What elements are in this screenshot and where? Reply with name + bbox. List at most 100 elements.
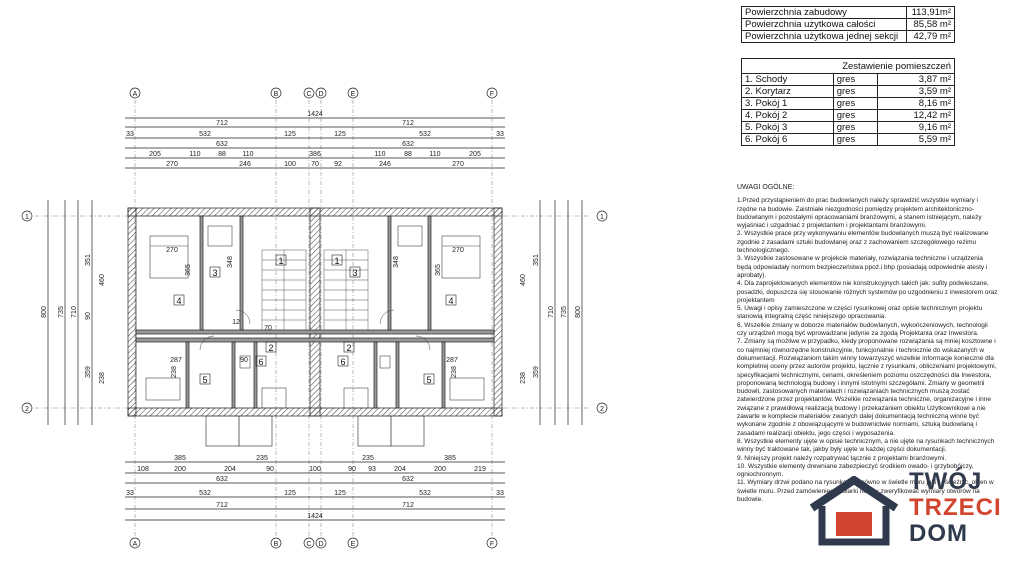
dim-532-bottom: 532 xyxy=(199,490,211,497)
room-dim: 238 xyxy=(171,366,178,378)
room-number: 2 xyxy=(346,343,351,353)
dim-bottom2: 90 xyxy=(348,466,356,473)
axis-label-top: A xyxy=(133,91,138,98)
dim-total-top: 1424 xyxy=(307,111,323,118)
room-number: 1 xyxy=(278,256,283,266)
dim-total-bottom: 1424 xyxy=(307,513,323,520)
room-number: 1 xyxy=(334,256,339,266)
note-item: 5. Uwagi i opisy zamieszczone w części r… xyxy=(737,305,983,321)
dim-bottom2: 204 xyxy=(224,466,236,473)
dim-532-bottom: 532 xyxy=(419,490,431,497)
room-area: 3,87 m² xyxy=(876,73,956,86)
room-dim: 287 xyxy=(446,357,458,364)
dim-left-735: 735 xyxy=(58,306,65,318)
room-dim: 287 xyxy=(170,357,182,364)
room-number: 6 xyxy=(340,357,345,367)
dim-bottom3: 632 xyxy=(402,476,414,483)
dim-bottom2: 204 xyxy=(394,466,406,473)
dim-270: 70 xyxy=(311,161,319,168)
dim-532-bottom: 33 xyxy=(496,490,504,497)
axis-label-bottom: A xyxy=(133,541,138,548)
axis-label-right: 2 xyxy=(600,406,604,413)
note-item: 8. Wszystkie elementy ujęte w opisie tec… xyxy=(737,437,995,454)
axis-label-left: 1 xyxy=(25,214,29,221)
dim-half-bottom: 712 xyxy=(216,502,228,509)
axis-label-top: B xyxy=(274,91,279,98)
dim-bottom2: 93 xyxy=(368,466,376,473)
table-row: 6. Pokój 6 gres 5,59 m² xyxy=(741,133,956,146)
room-name: 1. Schody xyxy=(741,73,834,86)
dim-half: 712 xyxy=(216,120,228,127)
axis-label-top: F xyxy=(490,91,494,98)
dim-205: 110 xyxy=(189,151,200,158)
axis-label-bottom: F xyxy=(490,541,494,548)
axis-label-bottom: B xyxy=(274,541,279,548)
dim-632: 632 xyxy=(402,141,414,148)
note-item: 7. Zmiany są możliwe w przypadku, kiedy … xyxy=(737,338,997,437)
dim-bottom1: 385 xyxy=(444,455,456,462)
room-number: 5 xyxy=(202,375,207,385)
table-row: Powierzchnia użytkowa jednej sekcji 42,7… xyxy=(740,30,955,43)
room-floor: gres xyxy=(832,121,878,134)
area-value: 113,91m² xyxy=(906,6,955,19)
dim-bottom2: 90 xyxy=(266,466,274,473)
dim-532: 125 xyxy=(334,131,346,138)
dim-205: 110 xyxy=(429,151,440,158)
room-floor: gres xyxy=(832,109,878,122)
axis-label-top: D xyxy=(318,91,323,98)
room-name: 4. Pokój 2 xyxy=(741,109,834,122)
room-name: 6. Pokój 6 xyxy=(741,133,834,146)
dim-632: 632 xyxy=(216,141,228,148)
room-name: 3. Pokój 1 xyxy=(741,97,834,110)
dim-532: 532 xyxy=(419,131,431,138)
brand-logo: TWÓJ TRZECI DOM xyxy=(806,468,1016,566)
axis-label-bottom: E xyxy=(351,541,356,548)
room-number: 3 xyxy=(352,268,357,278)
room-number: 5 xyxy=(426,375,431,385)
dim-bottom2: 219 xyxy=(474,466,486,473)
area-label: Powierzchnia użytkowa jednej sekcji xyxy=(740,30,908,43)
room-area: 9,16 m² xyxy=(876,121,956,134)
note-item: 10. Wszystkie elementy drewniane zabezpi… xyxy=(737,462,974,479)
note-item: 4. Dla zaprojektowanych elementów nie ko… xyxy=(737,280,998,304)
axis-label-top: E xyxy=(351,91,356,98)
dim-532-bottom: 125 xyxy=(334,490,346,497)
table-header-row: Zestawienie pomieszczeń xyxy=(741,58,955,74)
table-row: Powierzchnia użytkowa całości 85,58 m² xyxy=(740,18,955,31)
dim-532: 532 xyxy=(199,131,211,138)
note-item: 3. Wszystkie zastosowane w projekcie mat… xyxy=(737,255,988,279)
dim-205: 110 xyxy=(374,151,385,158)
dim-left-460: 460 xyxy=(99,274,106,286)
room-schedule-table: Zestawienie pomieszczeń 1. Schody gres 3… xyxy=(741,58,956,146)
room-number: 4 xyxy=(176,296,181,306)
dim-270: 100 xyxy=(284,161,296,168)
area-label: Powierzchnia użytkowa całości xyxy=(740,18,908,31)
logo-word-2: TRZECI xyxy=(909,494,1002,521)
room-floor: gres xyxy=(832,133,878,146)
note-item: 1.Przed przystąpieniem do prac budowlany… xyxy=(737,197,982,230)
dim-205: 88 xyxy=(218,151,226,158)
dim-bottom1: 385 xyxy=(174,455,186,462)
dim-532-bottom: 33 xyxy=(126,490,134,497)
house-icon xyxy=(809,476,899,546)
room-area: 5,59 m² xyxy=(876,133,956,146)
note-item: 9. Niniejszy projekt należy rozpatrywać … xyxy=(737,454,947,462)
dim-bottom1: 235 xyxy=(256,455,268,462)
dim-532: 33 xyxy=(496,131,504,138)
area-summary-table: Powierzchnia zabudowy 113,91m² Powierzch… xyxy=(740,6,955,43)
dim-left-351: 351 xyxy=(85,254,92,266)
room-number: 4 xyxy=(448,296,453,306)
room-dim: 365 xyxy=(435,264,442,276)
dim-bottom2: 100 xyxy=(309,466,321,473)
room-number: 2 xyxy=(268,343,273,353)
dim-right-710: 710 xyxy=(548,306,555,318)
dim-532: 33 xyxy=(126,131,134,138)
dim-half-bottom: 712 xyxy=(402,502,414,509)
dim-532-bottom: 125 xyxy=(284,490,296,497)
note-item: 6. Wszelkie zmiany w doborze materiałów … xyxy=(737,321,988,338)
dim-bottom2: 108 xyxy=(137,466,149,473)
dim-bottom1: 235 xyxy=(362,455,374,462)
dim-left-90: 90 xyxy=(85,312,92,320)
dim-half: 712 xyxy=(402,120,414,127)
dim-right-359: 359 xyxy=(533,366,540,378)
